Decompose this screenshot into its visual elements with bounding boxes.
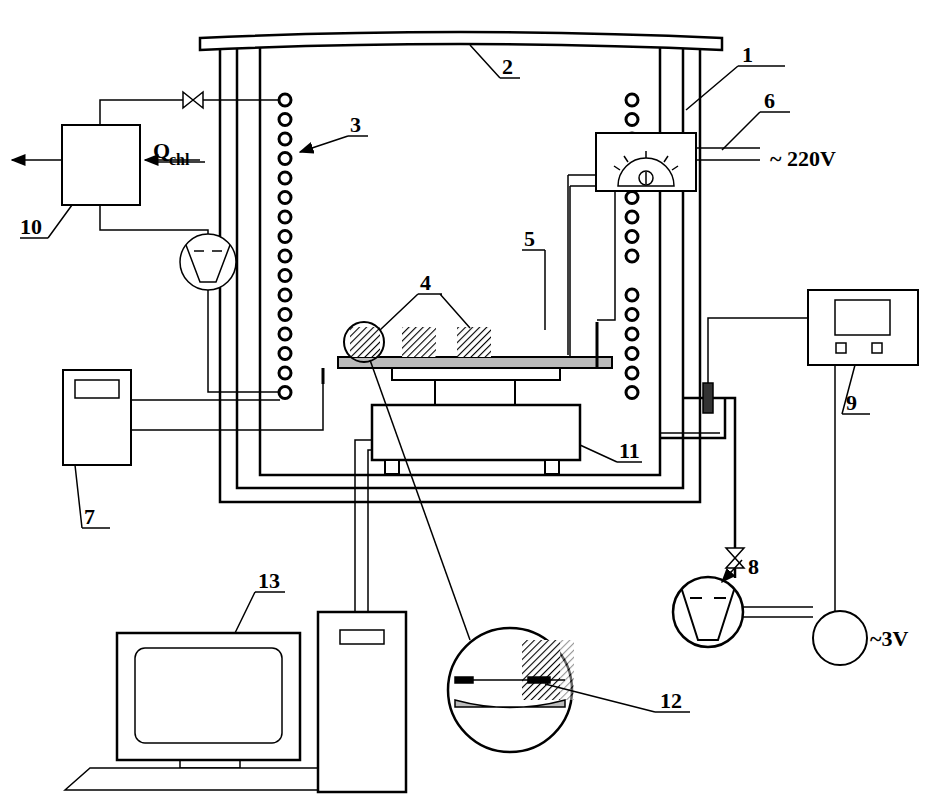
heater-coil (279, 133, 291, 145)
heater-coil (279, 153, 291, 165)
callout-number: 6 (764, 90, 775, 112)
callout-number: 12 (660, 690, 682, 712)
heater-coil (626, 231, 638, 243)
heater-coil (626, 328, 638, 340)
callout-number: 8 (748, 556, 759, 578)
heater-coil (279, 309, 291, 321)
callout-number: 4 (420, 272, 431, 294)
callout-number: 7 (84, 506, 95, 528)
heater-coil (626, 309, 638, 321)
voltage-label: ~3V (870, 628, 908, 650)
heater-coil (279, 250, 291, 262)
heater-coil (626, 367, 638, 379)
heater-coil (279, 387, 291, 399)
callout-number: 13 (258, 570, 280, 592)
callout-number: 5 (524, 228, 535, 250)
heater-coil (626, 387, 638, 399)
callout-number: 1 (742, 44, 753, 66)
heater-coil (279, 192, 291, 204)
heater-coil (626, 94, 638, 106)
voltage-label: ~ 220V (770, 148, 836, 170)
callout-number: 3 (350, 114, 361, 136)
heater-coil (279, 270, 291, 282)
heater-coil (279, 328, 291, 340)
callout-number: 11 (619, 440, 640, 462)
heater-coil (279, 289, 291, 301)
heater-coil (279, 172, 291, 184)
callout-number: 9 (846, 392, 857, 414)
heater-coil (626, 250, 638, 262)
heater-coil (279, 231, 291, 243)
heater-coil (279, 94, 291, 106)
heater-coil (626, 114, 638, 126)
callout-number: 10 (20, 216, 42, 238)
heater-coil (279, 211, 291, 223)
heater-coil (626, 192, 638, 204)
heater-coil (279, 114, 291, 126)
heater-coil (626, 211, 638, 223)
callout-number: 2 (502, 56, 513, 78)
heater-coil (626, 289, 638, 301)
heater-coil (626, 348, 638, 360)
heater-coil (279, 348, 291, 360)
heat-flow-label: chl (169, 152, 189, 168)
heat-flow-label: Q (153, 140, 170, 162)
heater-coil (279, 367, 291, 379)
